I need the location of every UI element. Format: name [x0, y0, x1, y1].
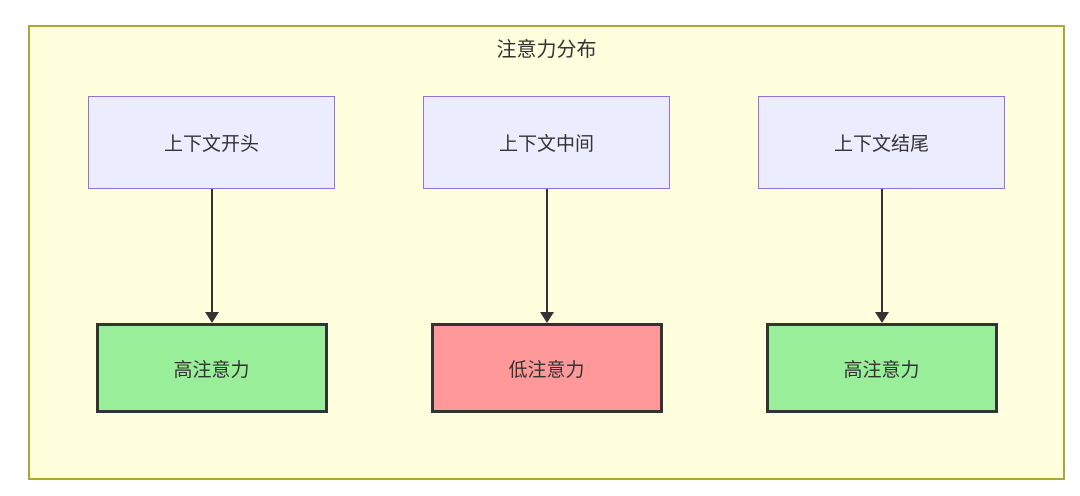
arrow-line: [545, 189, 548, 312]
node-high-attention-left-label: 高注意力: [173, 359, 250, 381]
node-high-attention-right-label: 高注意力: [843, 359, 920, 381]
diagram-title: 注意力分布: [496, 39, 597, 61]
arrow-context-end-to-attention: [874, 189, 889, 323]
arrow-context-middle-to-attention: [539, 189, 554, 323]
arrow-line: [210, 189, 213, 312]
node-high-attention-left: 高注意力: [95, 323, 328, 413]
node-low-attention-middle-label: 低注意力: [508, 359, 585, 381]
node-low-attention-middle: 低注意力: [430, 323, 663, 413]
arrowhead-down-icon: [874, 312, 889, 323]
attention-distribution-diagram: 注意力分布 上下文开头 高注意力 上下文中间 低注意力: [28, 25, 1065, 480]
diagram-column-context-start: 上下文开头 高注意力: [88, 96, 335, 413]
arrow-line: [880, 189, 883, 312]
arrowhead-down-icon: [204, 312, 219, 323]
node-high-attention-right: 高注意力: [765, 323, 998, 413]
node-context-end-label: 上下文结尾: [833, 134, 929, 155]
node-context-start-label: 上下文开头: [163, 134, 259, 155]
diagram-column-context-middle: 上下文中间 低注意力: [423, 96, 670, 413]
node-context-middle: 上下文中间: [423, 96, 670, 189]
arrowhead-down-icon: [539, 312, 554, 323]
diagram-column-context-end: 上下文结尾 高注意力: [758, 96, 1005, 413]
node-context-middle-label: 上下文中间: [498, 134, 594, 155]
arrow-context-start-to-attention: [204, 189, 219, 323]
node-context-start: 上下文开头: [88, 96, 335, 189]
diagram-columns-row: 上下文开头 高注意力 上下文中间 低注意力 上下文结: [30, 96, 1063, 413]
node-context-end: 上下文结尾: [758, 96, 1005, 189]
